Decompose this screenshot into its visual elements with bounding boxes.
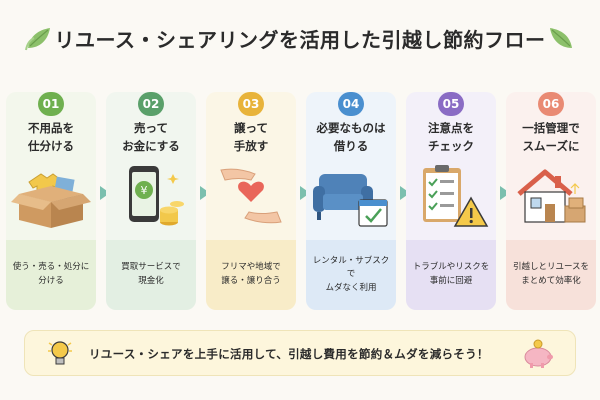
piggy-bank-icon [524,339,553,368]
summary-banner: リユース・シェアを上手に活用して、引越し費用を節約＆ムダを減らそう！ [24,330,576,376]
step-number: 06 [538,92,564,116]
step-number: 01 [38,92,64,116]
arrow-right-icon [300,186,310,200]
step-number: 02 [138,92,164,116]
title-bar: リユース・シェアリングを活用した引越し節約フロー [0,22,600,54]
page-title: リユース・シェアリングを活用した引越し節約フロー [54,27,546,52]
house-boxes-icon [517,169,586,223]
box-of-clothes-icon [11,173,91,228]
leaf-icon [550,28,572,48]
lightbulb-icon [48,341,72,365]
step-description: 使う・売る・処分に 分ける [6,240,96,310]
step-card-4: 04 必要なものは 借りる レンタル・サブスクで ムダなく利用 [306,92,396,310]
step-card-6: 06 一括管理で スムーズに 引越しとリユースを まとめて効率化 [506,92,596,310]
step-title: 不用品を 仕分ける [28,121,74,153]
arrow-right-icon [500,186,510,200]
step-description: トラブルやリスクを 事前に回避 [406,240,496,310]
step-number: 04 [338,92,364,116]
checklist-warning-icon [423,165,489,227]
step-number: 05 [438,92,464,116]
step-title: 必要なものは 借りる [316,121,386,153]
hands-heart-icon [220,168,282,224]
step-description: 引越しとリユースを まとめて効率化 [506,240,596,310]
step-card-3: 03 譲って 手放す フリマや地域で 譲る・譲り合う [206,92,296,310]
step-number: 03 [238,92,264,116]
step-title: 譲って 手放す [233,121,269,153]
step-description: フリマや地域で 譲る・譲り合う [206,240,296,310]
steps-row: 01 不用品を 仕分ける 使う・売る・処分に 分ける 02 売って お金にする … [6,92,596,312]
step-card-1: 01 不用品を 仕分ける 使う・売る・処分に 分ける [6,92,96,310]
step-card-5: 05 注意点を チェック トラブルやリスクを 事前に回避 [406,92,496,310]
sofa-calendar-icon [313,174,388,227]
step-title: 売って お金にする [122,121,180,153]
leaf-icon [25,28,50,51]
arrow-right-icon [400,186,410,200]
step-title: 一括管理で スムーズに [522,121,580,153]
step-description: レンタル・サブスクで ムダなく利用 [306,240,396,310]
smartphone-yen-coins-icon: ¥ [129,166,184,226]
arrow-right-icon [200,186,210,200]
step-description: 買取サービスで 現金化 [106,240,196,310]
banner-text: リユース・シェアを上手に活用して、引越し費用を節約＆ムダを減らそう！ [89,347,489,361]
step-title: 注意点を チェック [428,121,474,153]
step-card-2: 02 売って お金にする ¥ 買取サービスで 現金化 [106,92,196,310]
arrow-right-icon [100,186,110,200]
svg-text:¥: ¥ [141,184,148,197]
